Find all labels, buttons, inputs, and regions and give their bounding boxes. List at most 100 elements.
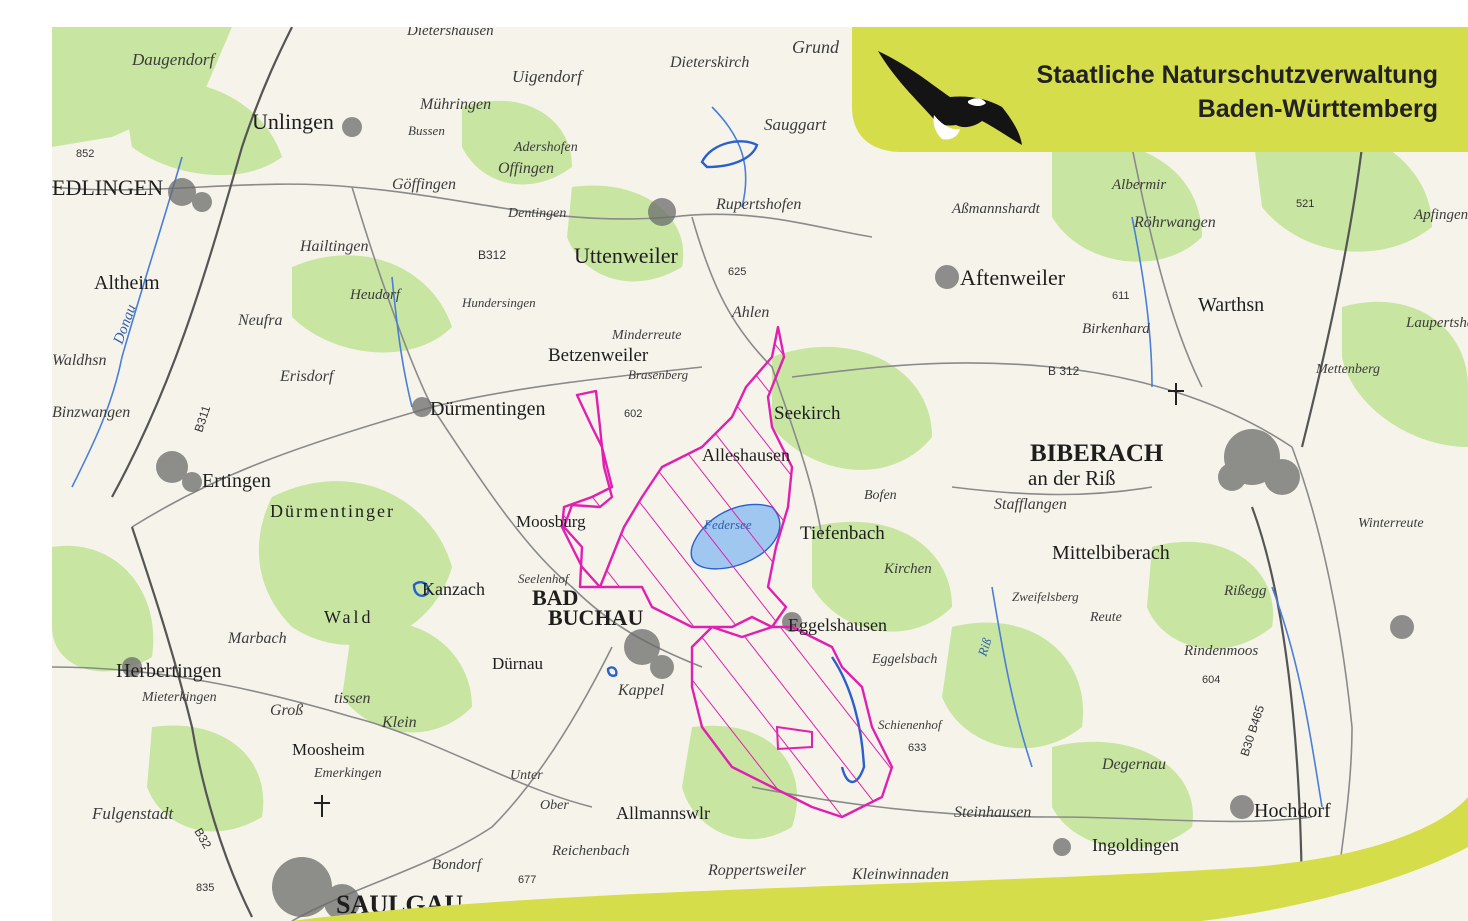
place-label: Allmannswlr — [616, 803, 710, 823]
place-label: Mittelbiberach — [1052, 542, 1170, 564]
place-label: Heudorf — [349, 287, 402, 303]
place-label: Rindenmoos — [1183, 643, 1258, 659]
place-label: Kleinwinnaden — [851, 866, 949, 883]
place-label: BAD — [532, 585, 578, 610]
place-label: Ober — [540, 798, 569, 813]
eagle-icon — [878, 51, 1022, 145]
place-label: Grund — [792, 37, 840, 57]
place-label: Göffingen — [392, 176, 456, 193]
place-label: Seelenhof — [518, 571, 571, 586]
elevation: 633 — [908, 742, 926, 754]
elevation-labels: 602 625 633 604 677 835 852 611 647 521 — [76, 148, 1314, 894]
elevation: 677 — [518, 874, 536, 886]
place-label: Offingen — [498, 160, 554, 177]
header-line-2: Baden-Württemberg — [1198, 95, 1438, 123]
road-number: B312 — [478, 248, 506, 262]
place-label: Bondorf — [432, 857, 483, 873]
place-label: an der Riß — [1028, 466, 1115, 490]
place-label: Ertingen — [202, 470, 271, 492]
place-label: Hailtingen — [299, 238, 368, 255]
place-label: Bussen — [408, 123, 445, 138]
place-label: Waldhsn — [52, 352, 107, 369]
place-label: Emerkingen — [313, 766, 382, 781]
place-label: Eggelshausen — [788, 615, 887, 635]
place-label: Herbertingen — [116, 660, 222, 682]
place-label: Kirchen — [883, 561, 932, 577]
place-label: Alleshausen — [702, 445, 790, 465]
place-label: Fulgenstadt — [91, 804, 174, 823]
place-label: Moosburg — [516, 512, 586, 531]
place-label: Minderreute — [611, 328, 681, 343]
place-label: Adershofen — [513, 140, 578, 155]
place-label: Kanzach — [422, 579, 485, 599]
place-label: Moosheim — [292, 740, 365, 759]
elevation: 521 — [1296, 198, 1314, 210]
place-label: Mettenberg — [1315, 362, 1380, 377]
place-label: EDLINGEN — [52, 175, 163, 200]
lake-label: Federsee — [703, 517, 752, 532]
church-cross-icons — [314, 383, 1184, 817]
place-label: Seekirch — [774, 403, 841, 424]
place-label: Erisdorf — [279, 368, 336, 385]
place-label: Mühringen — [419, 96, 491, 113]
place-label: Birkenhard — [1082, 321, 1150, 337]
place-label: Neufra — [237, 312, 282, 329]
place-label: Marbach — [227, 630, 287, 647]
place-label: Hochdorf — [1254, 800, 1331, 822]
place-label: Betzenweiler — [548, 345, 649, 366]
place-label: Binzwangen — [52, 404, 130, 421]
place-label: Dietershausen — [406, 27, 494, 39]
place-label: Reute — [1089, 610, 1122, 625]
place-label: Dentingen — [507, 206, 566, 221]
rivers — [71, 106, 1323, 808]
place-label: Groß — [270, 702, 303, 719]
header-line-1: Staatliche Naturschutzverwaltung — [1037, 61, 1438, 89]
place-label: Winterreute — [1358, 516, 1424, 531]
place-label: Eggelsbach — [871, 652, 937, 667]
place-label: Brasenberg — [628, 367, 689, 382]
federseeried-protected-area — [560, 325, 894, 819]
place-label: Daugendorf — [131, 50, 216, 69]
place-label: Schienenhof — [878, 717, 944, 732]
place-label: Dürnau — [492, 654, 543, 673]
place-label: Roppertsweiler — [707, 862, 807, 879]
place-label: Degernau — [1101, 756, 1166, 773]
place-label: Bofen — [864, 488, 897, 503]
topographic-map[interactable]: Daugendorf Unlingen Dietershausen Dieter… — [52, 27, 1468, 921]
place-label: Sauggart — [764, 115, 828, 134]
place-label: Mieterkingen — [141, 690, 217, 705]
place-labels: Daugendorf Unlingen Dietershausen Dieter… — [52, 27, 1468, 919]
main-roads — [111, 27, 1364, 921]
place-label: Rißegg — [1223, 583, 1267, 599]
place-label: Dieterskirch — [669, 54, 749, 71]
place-label: Albermir — [1111, 177, 1166, 193]
elevation: 835 — [196, 882, 214, 894]
elevation: 852 — [76, 148, 94, 160]
place-label: Aßmannshardt — [951, 201, 1041, 217]
place-label: Hundersingen — [461, 295, 536, 310]
elevation: 611 — [1112, 290, 1130, 302]
place-label: Laupertshausen — [1405, 315, 1468, 331]
place-label: Steinhausen — [954, 804, 1031, 821]
place-label: Klein — [381, 714, 417, 731]
road-number: B 312 — [1048, 364, 1080, 378]
place-label: Unter — [510, 768, 543, 783]
footer-band-outer — [292, 797, 1468, 921]
place-label: Uttenweiler — [574, 243, 679, 268]
place-label: Altheim — [94, 272, 160, 294]
place-label: BIBERACH — [1030, 440, 1164, 467]
place-label: Apfingen — [1413, 207, 1468, 223]
place-label: Dürmentingen — [430, 398, 546, 420]
place-label: Unlingen — [252, 109, 334, 134]
place-label: Uigendorf — [512, 67, 584, 86]
forest-areas — [52, 27, 1468, 849]
elevation: 625 — [728, 266, 746, 278]
place-label: Aftenweiler — [960, 265, 1066, 290]
place-label: Röhrwangen — [1133, 214, 1216, 231]
place-label: Warthsn — [1198, 294, 1264, 316]
place-label: Rupertshofen — [715, 196, 801, 213]
place-label: BUCHAU — [548, 605, 643, 630]
place-label: Wald — [324, 607, 374, 627]
settlements — [122, 117, 1414, 920]
place-label: Reichenbach — [551, 843, 629, 859]
